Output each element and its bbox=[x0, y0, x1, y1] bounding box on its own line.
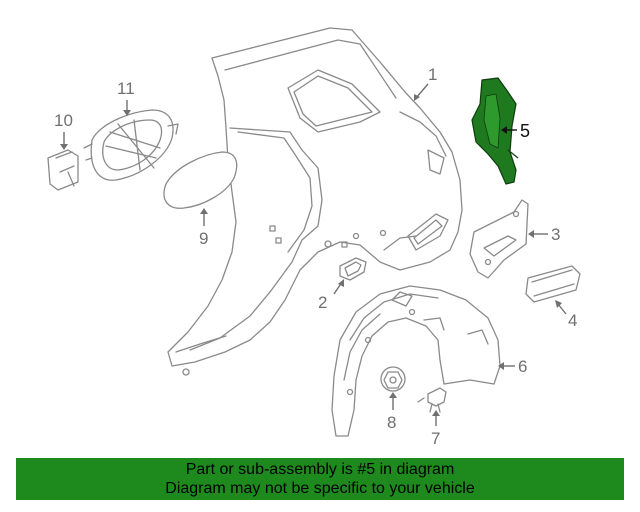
part-reflector bbox=[525, 265, 581, 303]
part-fuel-housing bbox=[83, 109, 179, 181]
part-bracket bbox=[469, 199, 529, 279]
part-wheel-liner bbox=[331, 285, 501, 437]
callout-label-11: 11 bbox=[117, 79, 135, 98]
callout-label-1: 1 bbox=[428, 65, 437, 84]
callout-label-6: 6 bbox=[518, 357, 527, 376]
part-grommet bbox=[339, 257, 367, 281]
callout-4: 4 bbox=[555, 300, 577, 330]
part-fuel-door bbox=[163, 151, 238, 209]
part-5-highlighted bbox=[471, 77, 519, 185]
callout-label-7: 7 bbox=[431, 429, 440, 448]
callout-5: 5 bbox=[501, 121, 530, 141]
callout-3: 3 bbox=[528, 225, 560, 244]
part-quarter-panel bbox=[167, 27, 463, 376]
part-push-clip bbox=[417, 387, 447, 413]
callout-8: 8 bbox=[387, 392, 397, 432]
banner-line-2: Diagram may not be specific to your vehi… bbox=[165, 480, 475, 497]
exploded-parts-diagram: 1 2 3 4 5 6 7 bbox=[47, 27, 581, 448]
callout-2: 2 bbox=[318, 279, 344, 312]
callout-9: 9 bbox=[199, 208, 208, 248]
callout-label-4: 4 bbox=[568, 311, 577, 330]
callout-10: 10 bbox=[54, 111, 73, 150]
callout-1: 1 bbox=[414, 65, 437, 101]
banner-line-1: Part or sub-assembly is #5 in diagram bbox=[185, 461, 455, 478]
part-nut bbox=[380, 366, 406, 392]
callout-7: 7 bbox=[431, 410, 440, 448]
callout-label-9: 9 bbox=[199, 229, 208, 248]
callout-label-5: 5 bbox=[520, 121, 530, 141]
callout-label-8: 8 bbox=[387, 413, 396, 432]
callout-11: 11 bbox=[117, 79, 135, 116]
callout-6: 6 bbox=[498, 357, 527, 376]
part-notice-banner: Part or sub-assembly is #5 in diagram Di… bbox=[16, 458, 624, 500]
part-lock-actuator bbox=[47, 149, 79, 191]
callout-label-2: 2 bbox=[318, 293, 327, 312]
callout-label-10: 10 bbox=[54, 111, 73, 130]
callout-label-3: 3 bbox=[551, 225, 560, 244]
